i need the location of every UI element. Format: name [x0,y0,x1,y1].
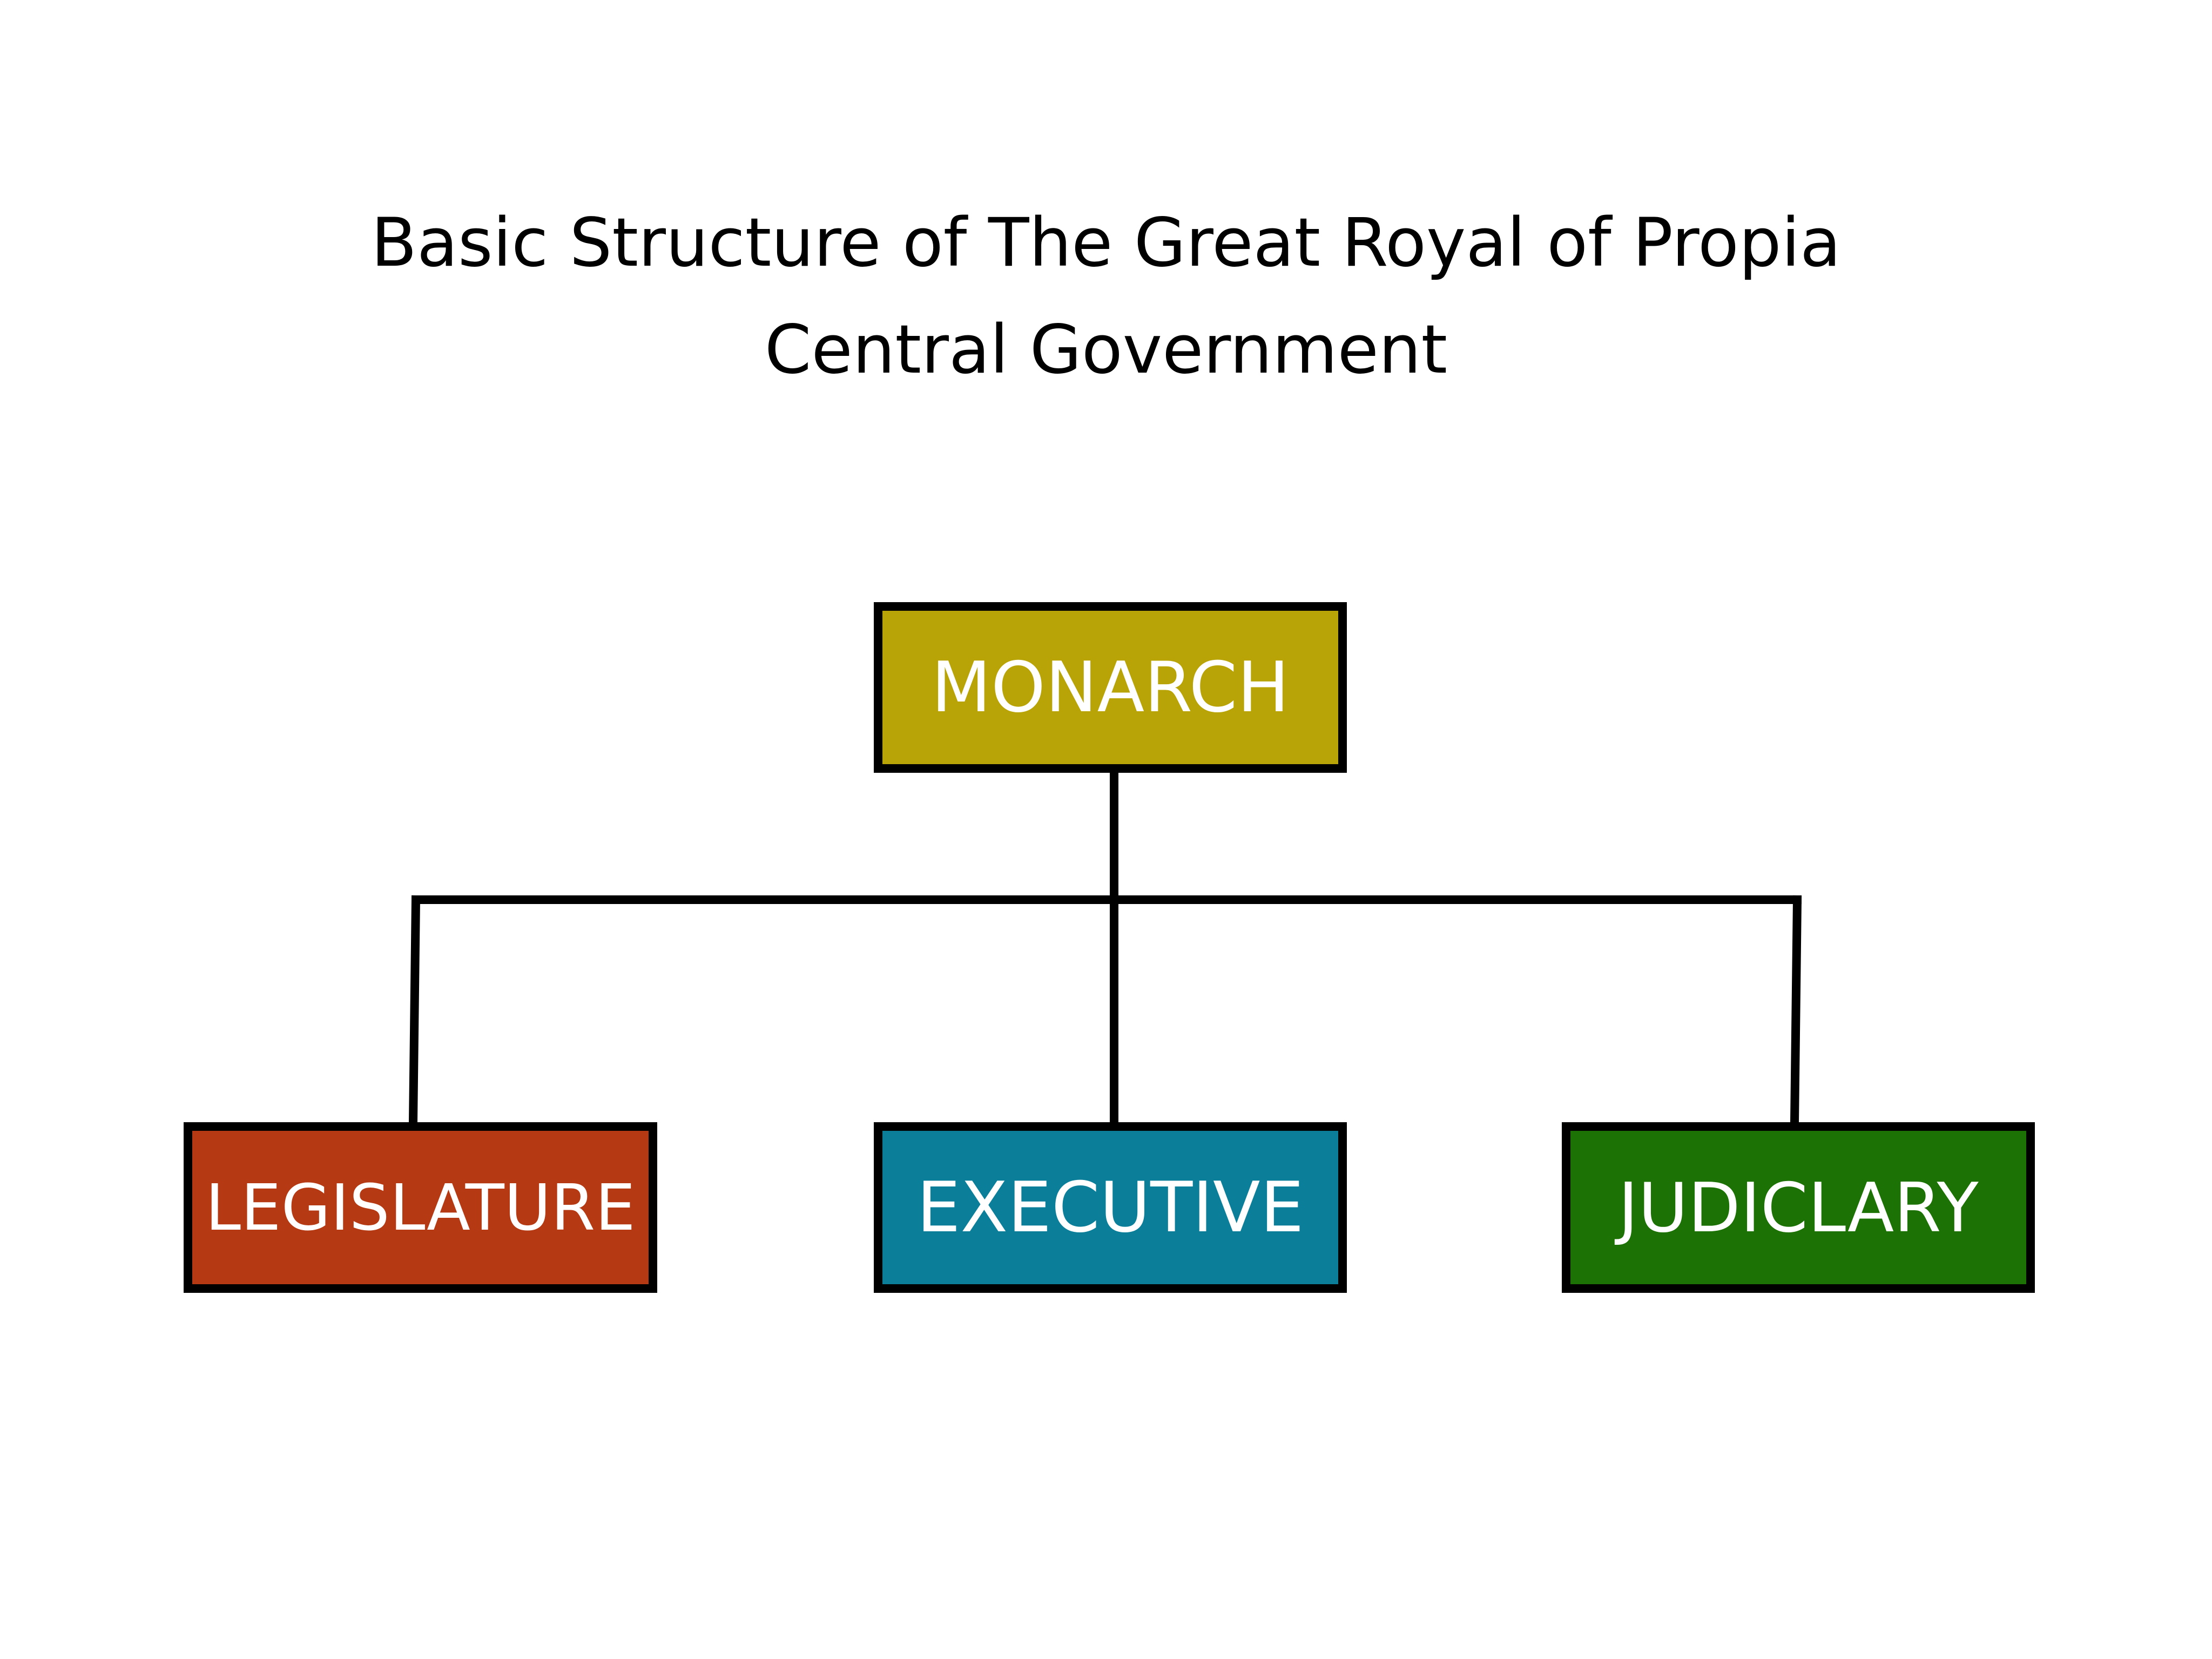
diagram-title-line-2: Central Government [764,311,1448,389]
node-monarch: MONARCH [874,602,1347,773]
node-judiciary: JUDICLARY [1562,1122,2035,1293]
connector-to-judiciary [1790,895,1802,1127]
node-executive: EXECUTIVE [874,1122,1347,1293]
diagram-title-line-1: Basic Structure of The Great Royal of Pr… [370,204,1842,282]
node-executive-label: EXECUTIVE [916,1167,1304,1248]
node-monarch-label: MONARCH [931,647,1290,728]
node-judiciary-label: JUDICLARY [1618,1168,1979,1247]
node-legislature-label: LEGISLATURE [205,1170,636,1245]
node-legislature: LEGISLATURE [184,1122,657,1293]
connector-to-legislature [408,895,421,1127]
